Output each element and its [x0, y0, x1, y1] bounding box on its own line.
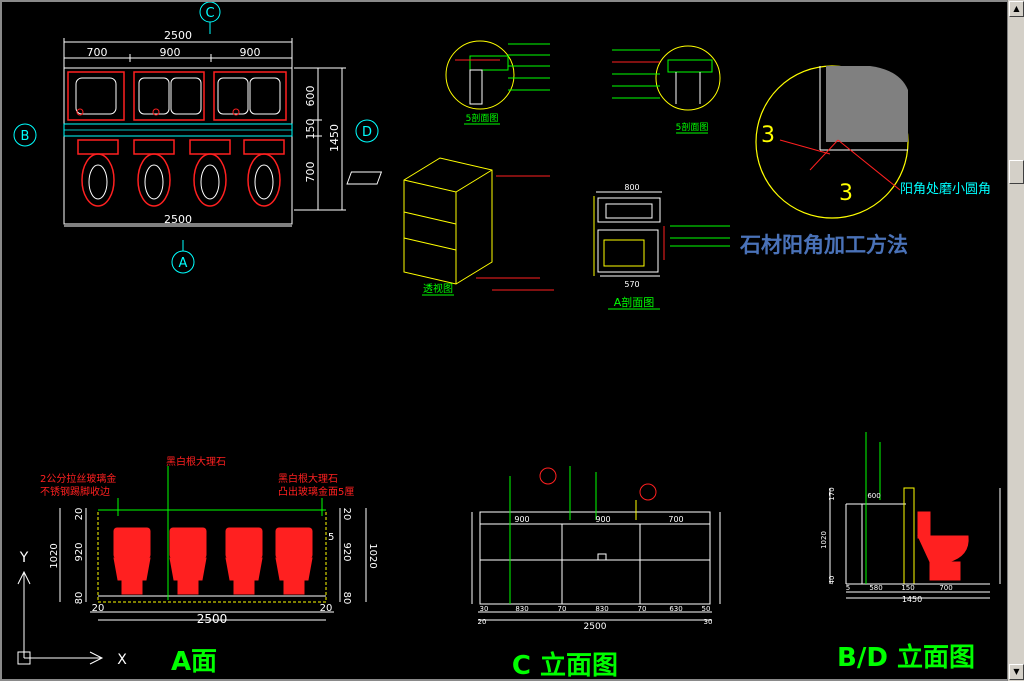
elev-a-dim-corner-right: 20	[320, 603, 333, 614]
elev-a-dim-left-1: 20	[74, 508, 85, 521]
elev-a-dim-left-total: 1020	[49, 543, 60, 568]
elev-bd-dim-left-3: 40	[828, 576, 836, 585]
elev-c-dim-b2: 830	[515, 605, 528, 613]
elev-bd-dim-left-2: 1020	[820, 531, 828, 549]
elevation-bd: 170 1020 40 600 5 580 150 700 1450 B/D 立…	[820, 432, 1001, 673]
elev-bd-dim-b4: 700	[939, 584, 952, 592]
elev-bd-dim-top: 600	[867, 492, 880, 500]
plan-dim-top-1: 700	[87, 46, 108, 59]
elev-a-dim-right-3: 80	[341, 592, 352, 605]
elev-a-dim-right-2: 920	[341, 542, 352, 561]
elev-a-title: A面	[171, 647, 217, 677]
vertical-scrollbar[interactable]: ▲ ▼	[1007, 0, 1024, 681]
elev-a-note-mid: 黑白根大理石	[166, 455, 226, 468]
plan-dim-right-3: 700	[304, 162, 317, 183]
elev-a-dim-right-total: 1020	[367, 543, 378, 568]
elev-c-dim-end-left: 20	[478, 618, 487, 626]
elev-a-dim-left-3: 80	[74, 592, 85, 605]
stone-dim-1: 3	[761, 123, 775, 148]
detail-b2: 5剖面图	[612, 45, 721, 134]
scroll-down-arrow-icon[interactable]: ▼	[1009, 664, 1024, 680]
scroll-thumb[interactable]	[1009, 160, 1024, 184]
section-a: 800 570 A剖面图	[593, 183, 730, 310]
elev-bd-dim-b1: 5	[846, 584, 850, 592]
stone-title: 石材阳角加工方法	[739, 233, 908, 257]
elevation-c: 900 900 700 30 830 70 830 70 630 50 20 3…	[471, 466, 721, 681]
elev-bd-dim-b2: 580	[869, 584, 882, 592]
ucs-icon	[17, 570, 104, 665]
plan-dim-top-3: 900	[240, 46, 261, 59]
elev-a-dim-left-2: 920	[74, 542, 85, 561]
scroll-up-arrow-icon[interactable]: ▲	[1009, 1, 1024, 17]
ucs-x-label: X	[117, 652, 127, 668]
plan-dim-right-1: 600	[304, 86, 317, 107]
elev-bd-dim-b3: 150	[901, 584, 914, 592]
elevation-a: 2公分拉丝玻璃金 不锈钢踢脚收边 黑白根大理石 黑白根大理石 凸出玻璃金面5厘 …	[40, 455, 378, 677]
elev-c-dim-top-1: 900	[514, 515, 529, 524]
plan-dim-top-2: 900	[160, 46, 181, 59]
plan-dim-right-total: 1450	[328, 124, 341, 152]
elev-c-dim-total: 2500	[584, 622, 607, 632]
marker-b: B	[21, 129, 30, 144]
detail-b2-label: 5剖面图	[676, 121, 709, 133]
section-a-dim-top: 800	[624, 183, 639, 192]
ucs-y-label: Y	[19, 550, 29, 566]
plan-dim-right-2: 150	[304, 119, 317, 140]
perspective-view	[346, 157, 554, 291]
elev-a-dim-bottom: 2500	[197, 612, 228, 626]
elev-a-dim-side: 5	[328, 532, 334, 543]
plan-dim-top-total: 2500	[164, 29, 192, 42]
plan-dim-bottom: 2500	[164, 213, 192, 226]
marker-d: D	[362, 125, 372, 140]
detail-b1-label: 5剖面图	[466, 112, 499, 124]
elev-c-dim-b5: 70	[638, 605, 647, 613]
elev-a-note-left-1: 2公分拉丝玻璃金	[40, 472, 116, 485]
elev-c-dim-b4: 830	[595, 605, 608, 613]
marker-c: C	[205, 6, 214, 21]
stone-note: 阳角处磨小圆角	[900, 182, 991, 197]
elev-bd-dim-left-1: 170	[828, 487, 836, 500]
elev-c-dim-b3: 70	[558, 605, 567, 613]
elev-c-dim-b1: 30	[480, 605, 489, 613]
stone-dim-2: 3	[839, 181, 853, 206]
elev-c-dim-b7: 50	[702, 605, 711, 613]
elev-c-title: C 立面图	[512, 650, 618, 681]
elev-bd-title: B/D 立面图	[837, 642, 975, 673]
plan-view: 2500 700 900 900	[13, 1, 379, 274]
detail-b1: 5剖面图	[445, 40, 550, 125]
perspective-label: 透视图	[423, 282, 453, 295]
stone-detail: 3 3 阳角处磨小圆角 石材阳角加工方法	[739, 65, 991, 257]
elev-a-note-right-1: 黑白根大理石	[278, 472, 338, 485]
elev-c-dim-b6: 630	[669, 605, 682, 613]
elev-a-note-right-2: 凸出玻璃金面5厘	[278, 485, 354, 498]
marker-a: A	[179, 256, 188, 271]
elev-a-dim-right-1: 20	[341, 508, 352, 521]
elev-a-dim-corner-left: 20	[92, 603, 105, 614]
elev-c-dim-top-3: 700	[668, 515, 683, 524]
section-a-dim-bottom: 570	[624, 280, 639, 289]
elev-bd-dim-total: 1450	[902, 595, 922, 604]
elev-c-dim-top-2: 900	[595, 515, 610, 524]
elev-a-note-left-2: 不锈钢踢脚收边	[40, 485, 110, 498]
elev-c-dim-end-right: 30	[704, 618, 713, 626]
section-a-label: A剖面图	[614, 295, 655, 309]
